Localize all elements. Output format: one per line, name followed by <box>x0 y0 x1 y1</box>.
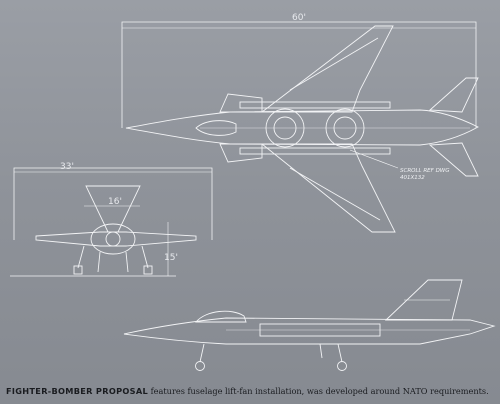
side-view-canopy <box>195 310 247 323</box>
span-dimension-top: 60' <box>292 13 306 23</box>
span-dimension-front: 33' <box>60 162 74 172</box>
tailplane-dimension-front: 16' <box>108 197 122 207</box>
front-view-aircraft <box>10 167 213 277</box>
top-view-fuselage <box>125 109 479 146</box>
caption-text: features fuselage lift-fan installation,… <box>148 386 489 396</box>
figure-caption: FIGHTER-BOMBER PROPOSAL features fuselag… <box>6 386 496 396</box>
top-view-left-wing <box>260 25 394 113</box>
caption-lead: FIGHTER-BOMBER PROPOSAL <box>6 386 149 396</box>
front-view-dimension-frame <box>13 167 213 240</box>
side-view-fuselage <box>123 317 496 345</box>
front-view-wing <box>35 231 197 247</box>
front-view-fuselage <box>90 223 136 255</box>
top-view-right-wing <box>260 143 396 233</box>
side-view-aircraft <box>123 279 496 371</box>
top-view-tailplane <box>428 77 479 113</box>
three-view-drawing: 60' 33' 16' 15' SCROLL REF DWG 401X132 <box>10 13 496 371</box>
top-view-aircraft <box>121 21 479 233</box>
drawing-note-line2: 401X132 <box>400 175 425 181</box>
top-view-dimension-frame <box>121 21 477 128</box>
front-view-fin <box>85 185 141 233</box>
drawing-note-line1: SCROLL REF DWG <box>400 168 450 174</box>
side-view-fin <box>384 279 463 321</box>
height-dimension-front: 15' <box>164 253 178 263</box>
